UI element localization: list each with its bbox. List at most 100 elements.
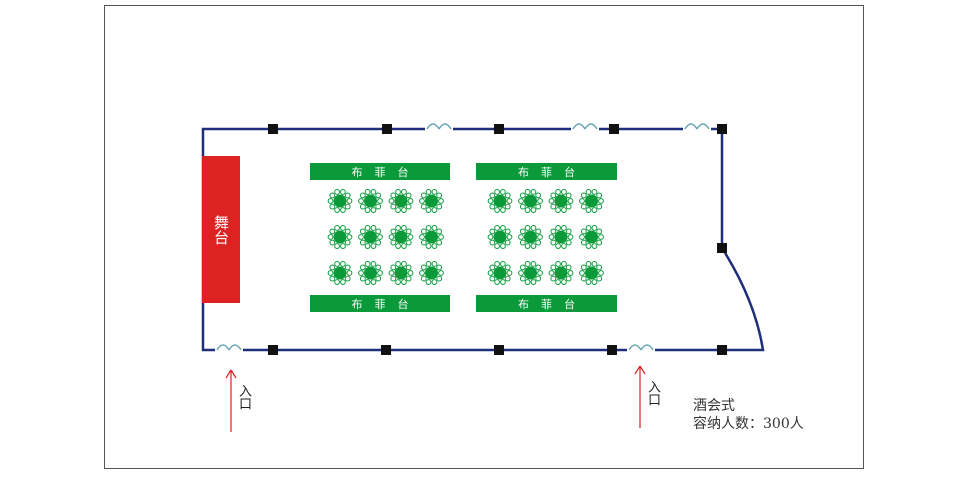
- chair: [431, 243, 438, 249]
- chair: [359, 275, 366, 282]
- chair: [377, 234, 383, 240]
- chair: [591, 189, 598, 195]
- chair: [377, 270, 383, 276]
- cocktail-table: [327, 261, 353, 285]
- chair: [585, 207, 592, 213]
- chair: [327, 270, 334, 276]
- chair: [420, 192, 427, 199]
- chair: [565, 192, 572, 199]
- table-top: [425, 194, 438, 208]
- chair: [561, 225, 567, 231]
- chair: [535, 203, 542, 210]
- entrance-arrow-icon: [634, 365, 646, 428]
- chair: [370, 189, 377, 195]
- chair: [340, 261, 346, 267]
- table-top: [493, 266, 507, 280]
- chair: [436, 275, 443, 282]
- chair: [420, 203, 427, 210]
- chair: [500, 243, 506, 249]
- chair: [585, 189, 592, 195]
- chair: [401, 279, 407, 285]
- chair: [494, 189, 500, 195]
- chair: [358, 234, 364, 240]
- buffet-table: 布菲台: [476, 295, 617, 312]
- chair: [364, 189, 371, 195]
- chair: [401, 225, 407, 231]
- table-top: [364, 230, 377, 244]
- chair: [487, 198, 494, 204]
- cocktail-table: [487, 225, 513, 249]
- chair: [431, 207, 438, 213]
- chair: [407, 270, 414, 276]
- chair: [419, 234, 425, 240]
- chair: [340, 225, 346, 231]
- chair: [585, 225, 592, 231]
- chair: [524, 225, 531, 231]
- chair: [548, 234, 555, 240]
- stage: 舞台: [202, 156, 240, 303]
- chair: [524, 243, 531, 249]
- chair: [377, 198, 383, 204]
- pillar: [494, 124, 504, 134]
- chair: [585, 279, 592, 285]
- chair: [537, 234, 543, 240]
- chair: [580, 192, 587, 199]
- chair: [407, 234, 414, 240]
- chair: [340, 279, 346, 285]
- chair: [535, 228, 542, 235]
- chair: [438, 270, 444, 276]
- chair: [591, 243, 598, 249]
- chair: [329, 203, 336, 210]
- chair: [420, 239, 427, 246]
- chair: [436, 228, 443, 235]
- chair: [334, 261, 340, 267]
- chair: [591, 225, 598, 231]
- chair: [598, 198, 604, 204]
- chair: [395, 279, 401, 285]
- cocktail-table: [579, 189, 604, 213]
- chair: [436, 239, 443, 246]
- chair: [518, 234, 524, 240]
- chair: [596, 275, 603, 282]
- chair: [550, 228, 557, 235]
- chair: [550, 264, 557, 271]
- chair: [580, 275, 587, 282]
- table-top: [364, 266, 377, 280]
- pillar: [717, 243, 727, 253]
- chair: [401, 189, 407, 195]
- table-top: [554, 230, 568, 244]
- chair: [519, 228, 526, 235]
- chair: [346, 234, 353, 240]
- chair: [375, 239, 382, 246]
- chair: [395, 207, 401, 213]
- chair: [425, 279, 432, 285]
- chair: [405, 275, 412, 282]
- chair: [530, 243, 537, 249]
- buffet-table: 布菲台: [476, 163, 617, 180]
- chair: [530, 225, 537, 231]
- chair: [555, 279, 561, 285]
- cocktail-table: [327, 189, 353, 213]
- chair: [555, 189, 561, 195]
- chair: [567, 270, 574, 276]
- chair: [591, 207, 598, 213]
- chair: [359, 228, 366, 235]
- chair: [370, 243, 377, 249]
- chair: [431, 261, 438, 267]
- table-top: [585, 230, 598, 244]
- chair: [519, 192, 526, 199]
- pillar: [494, 345, 504, 355]
- chair: [340, 207, 346, 213]
- chair: [494, 207, 500, 213]
- table-top: [493, 194, 507, 208]
- chair: [405, 192, 412, 199]
- cocktail-table: [358, 189, 383, 213]
- chair: [535, 275, 542, 282]
- chair: [548, 198, 555, 204]
- chair: [425, 225, 432, 231]
- chair: [375, 264, 382, 271]
- door-icon: [683, 123, 711, 134]
- chair: [504, 203, 511, 210]
- cocktail-table: [419, 189, 444, 213]
- chair: [359, 239, 366, 246]
